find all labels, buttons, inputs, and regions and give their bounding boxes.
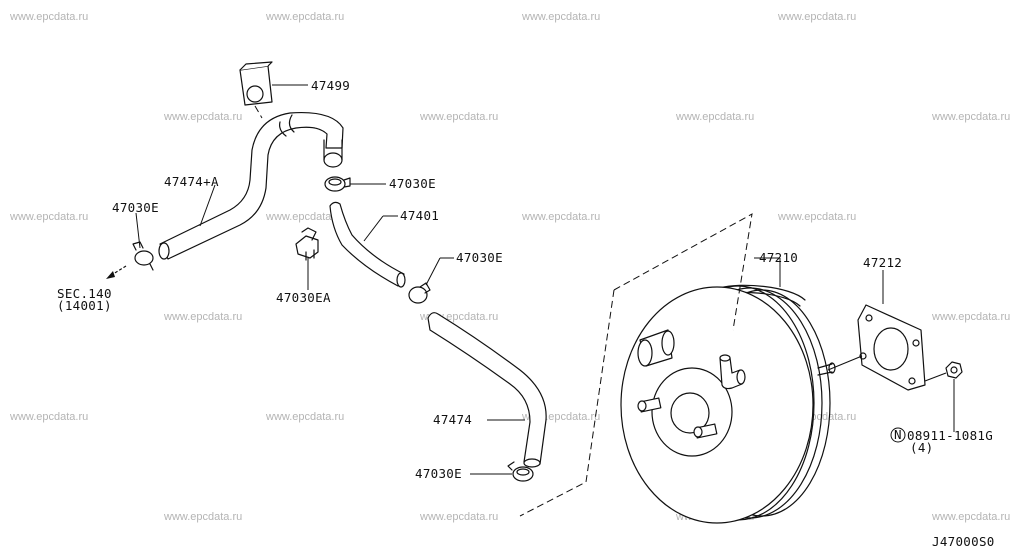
watermark-text: www.epcdata.ru: [265, 211, 344, 223]
gasket-47212[interactable]: [857, 304, 926, 391]
diagram-code: J47000S0: [932, 534, 995, 549]
label-47030ea: 47030EA: [276, 290, 331, 305]
watermark-text: www.epcdata.ru: [675, 111, 754, 123]
watermark-text: www.epcdata.ru: [931, 111, 1010, 123]
nut-marker-circle: [890, 427, 906, 443]
label-47030e-left: 47030E: [112, 200, 159, 215]
watermark-text: www.epcdata.ru: [419, 111, 498, 123]
label-sec-14001: (14001): [57, 298, 112, 313]
label-47210: 47210: [759, 250, 798, 265]
watermark-text: www.epcdata.ru: [163, 511, 242, 523]
label-47212: 47212: [863, 255, 902, 270]
clamp-47030e-mid[interactable]: [408, 282, 431, 304]
assembly-outline: [519, 213, 753, 517]
clamp-47030e-bottom[interactable]: [507, 461, 534, 482]
watermark-text: www.epcdata.ru: [9, 211, 88, 223]
nut-marker: N: [894, 427, 902, 442]
label-47474a: 47474+A: [164, 174, 219, 189]
watermark-text: www.epcdata.ru: [521, 11, 600, 23]
watermark-text: www.epcdata.ru: [777, 11, 856, 23]
label-47499: 47499: [311, 78, 350, 93]
watermark-text: www.epcdata.ru: [521, 211, 600, 223]
nut-08911-1081g[interactable]: [945, 361, 963, 379]
watermark-text: www.epcdata.ru: [931, 311, 1010, 323]
leader-gasket: [827, 355, 863, 371]
leader-47474a: [199, 184, 216, 227]
dash-47499: [254, 105, 263, 119]
hose-47474[interactable]: [427, 312, 547, 468]
sec-arrow: [106, 265, 127, 279]
clamp-47030e-left[interactable]: [132, 241, 154, 271]
label-47030e-top: 47030E: [389, 176, 436, 191]
label-nut-qty: (4): [910, 440, 933, 455]
hose-47401[interactable]: [329, 201, 406, 288]
label-08911-1081g: 08911-1081G: [907, 428, 993, 443]
label-47030e-bottom: 47030E: [415, 466, 462, 481]
watermark-text: www.epcdata.ru: [419, 511, 498, 523]
brake-booster-47210[interactable]: [620, 284, 836, 524]
watermark-text: www.epcdata.ru: [9, 11, 88, 23]
watermark-text: www.epcdata.ru: [931, 511, 1010, 523]
grommet-47499[interactable]: [239, 61, 273, 106]
label-47474: 47474: [433, 412, 472, 427]
watermark-text: www.epcdata.ru: [265, 11, 344, 23]
label-47030e-mid: 47030E: [456, 250, 503, 265]
watermark-text: www.epcdata.ru: [265, 411, 344, 423]
clip-47030ea[interactable]: [295, 227, 319, 261]
watermark-text: www.epcdata.ru: [9, 411, 88, 423]
hose-47474a[interactable]: [158, 111, 344, 260]
watermark-text: www.epcdata.ru: [163, 311, 242, 323]
leader-47030e-left: [135, 212, 141, 249]
leader-nut: [924, 372, 947, 382]
leader-47401: [363, 215, 384, 242]
label-sec-140: SEC.140: [57, 286, 112, 301]
leader-47030e-mid: [425, 257, 441, 286]
clamp-47030e-top[interactable]: [324, 176, 351, 192]
watermark-layer: www.epcdata.ru www.epcdata.ru www.epcdata.…: [9, 11, 1010, 523]
watermark-text: www.epcdata.ru: [163, 111, 242, 123]
watermark-text: www.epcdata.ru: [777, 211, 856, 223]
label-47401: 47401: [400, 208, 439, 223]
